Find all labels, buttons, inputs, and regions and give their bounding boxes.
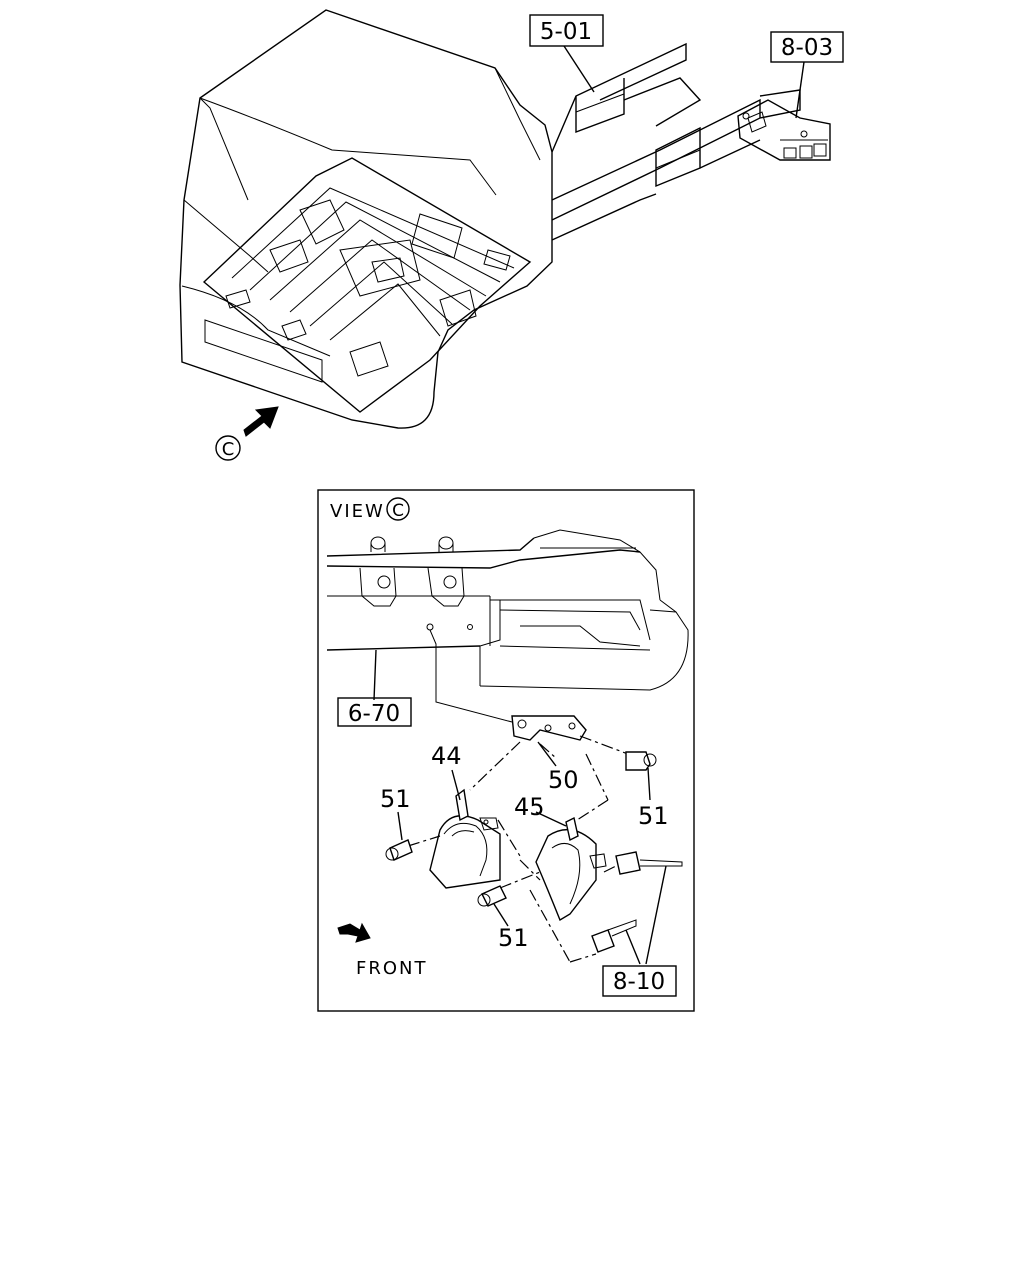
horn-connector-upper[interactable]: [615, 851, 683, 875]
callout-51-left[interactable]: 51: [380, 785, 411, 813]
cab-chassis-illustration: [179, 9, 831, 429]
horn-part-45[interactable]: [535, 816, 607, 922]
reference-8-03-label: 8-03: [781, 35, 833, 61]
frame-mount-right: [427, 536, 465, 607]
reference-8-03[interactable]: 8-03: [770, 31, 844, 63]
view-marker-symbol: C: [222, 439, 235, 460]
detail-view-title: VIEW: [330, 501, 385, 522]
front-label: FRONT: [356, 958, 428, 979]
front-arrow: [337, 922, 371, 943]
horn-connector-lower[interactable]: [591, 919, 637, 953]
bolt-part-51-left[interactable]: [385, 835, 441, 861]
callout-51-bottom[interactable]: 51: [498, 924, 529, 952]
bolt-part-51-right[interactable]: [579, 735, 657, 771]
callout-50[interactable]: 50: [548, 766, 579, 794]
reference-5-01-label: 5-01: [540, 19, 592, 45]
callout-45[interactable]: 45: [514, 793, 545, 821]
reference-8-10-label: 8-10: [613, 969, 665, 995]
callout-51-right[interactable]: 51: [638, 802, 669, 830]
reference-6-70[interactable]: 6-70: [337, 697, 412, 727]
horn-part-44[interactable]: [429, 788, 501, 889]
view-direction-arrow: [243, 406, 279, 437]
frame-mount-left: [359, 536, 397, 607]
horn-bracket-part-50[interactable]: [511, 715, 587, 741]
detail-view-panel: VIEW C: [317, 489, 695, 1012]
callout-44[interactable]: 44: [431, 742, 462, 770]
view-marker-c: C: [215, 435, 241, 461]
bolt-part-51-bottom[interactable]: [477, 871, 541, 907]
reference-5-01[interactable]: 5-01: [529, 14, 604, 47]
detail-view-marker: C: [392, 501, 404, 521]
reference-8-10[interactable]: 8-10: [602, 965, 677, 997]
reference-6-70-label: 6-70: [348, 701, 400, 727]
